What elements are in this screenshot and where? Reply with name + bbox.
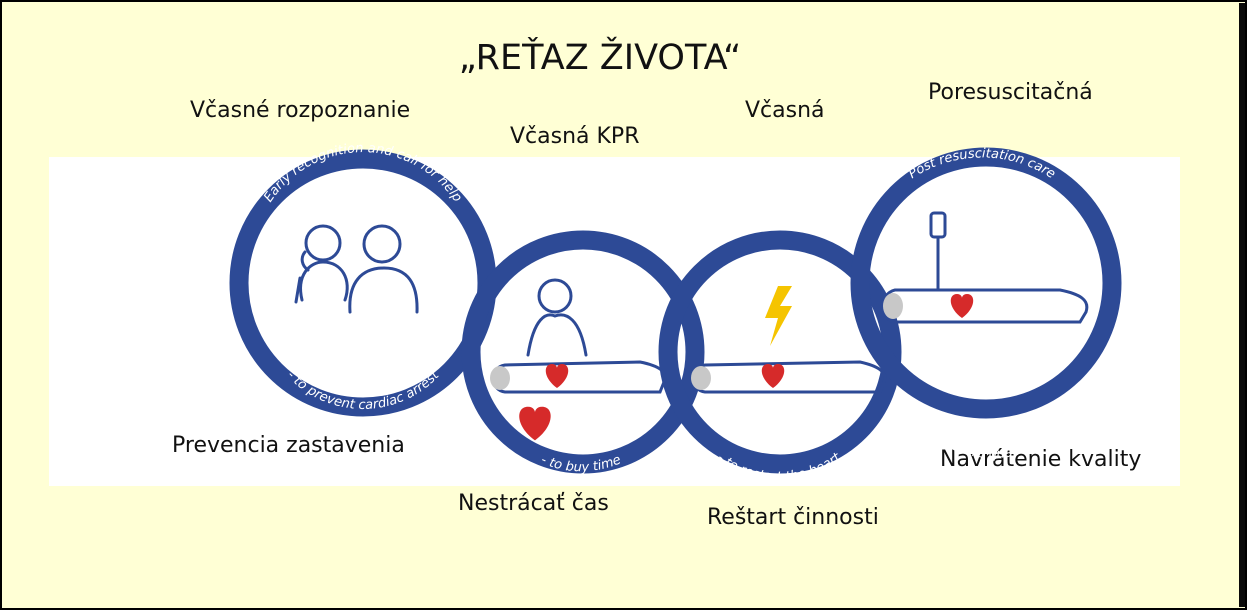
rescuer-arms-icon — [526, 313, 588, 357]
label-post-care: Poresuscitačná — [928, 80, 1093, 105]
heart-icon-post — [950, 294, 974, 318]
caller-head-icon — [304, 224, 342, 262]
chain-rings — [229, 147, 1122, 474]
ring-cpr — [461, 230, 705, 474]
recognition-illustration — [294, 224, 419, 314]
label-restart: Reštart činnosti — [707, 505, 879, 530]
shadow-right — [1239, 3, 1245, 607]
label-prevention: Prevencia zastavenia — [172, 433, 405, 458]
rescuer-head-icon — [537, 278, 573, 314]
caption-cpr-top: Early CPR — [548, 165, 617, 186]
ring-post — [850, 147, 1122, 419]
patient-head-cpr-icon — [490, 366, 510, 390]
patient-head-defib-icon — [691, 366, 711, 390]
patient-body-icon — [348, 266, 419, 314]
heart-icon-defibrillation — [761, 364, 785, 388]
label-recognition: Včasné rozpoznanie — [190, 98, 410, 123]
label-quality: Navrátenie kvality — [940, 447, 1141, 472]
heart-icon-cpr — [545, 364, 569, 388]
label-buy-time: Nestrácať čas — [458, 491, 609, 516]
heart-icon-recognition — [519, 406, 551, 441]
patient-head-post-icon — [883, 293, 903, 319]
lightning-icon — [765, 286, 792, 346]
patient-head-icon — [362, 224, 402, 264]
caption-cpr-bottom: - to buy time — [539, 452, 623, 475]
caller-body-icon — [299, 260, 349, 302]
label-defibrillation: Včasná — [745, 98, 825, 123]
phone-icon — [294, 250, 310, 304]
label-cpr: Včasná KPR — [510, 124, 640, 149]
page-title: „REŤAZ ŽIVOTA“ — [459, 36, 741, 78]
